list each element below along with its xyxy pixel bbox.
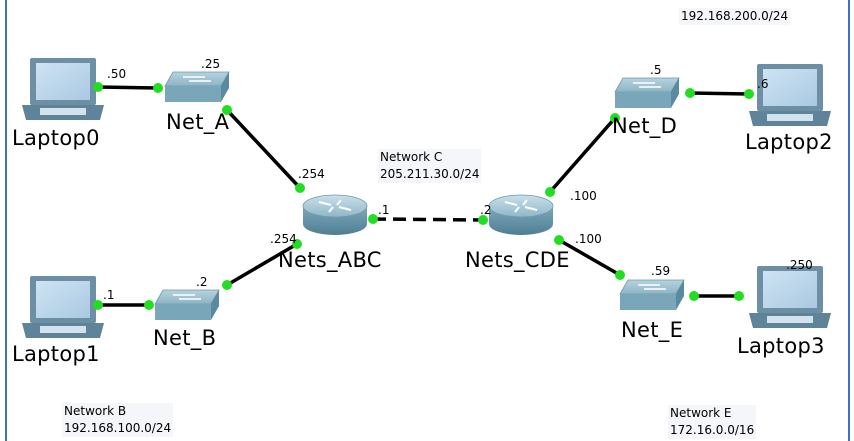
ip-label-net-e: .59	[651, 264, 671, 278]
port-light-laptop1	[93, 300, 103, 310]
device-label-nets-abc: Nets_ABC	[278, 248, 382, 272]
device-label-net-a: Net_A	[166, 110, 230, 134]
switch-icon[interactable]	[154, 289, 220, 320]
port-light-nets-abc-c	[368, 214, 378, 224]
device-label-laptop2: Laptop2	[745, 130, 833, 154]
port-light-nets-abc-b	[292, 239, 302, 249]
network-note-c: Network C 205.211.30.0/24	[378, 149, 482, 183]
port-light-net-e-router	[615, 270, 625, 280]
port-light-laptop2	[744, 89, 754, 99]
ip-label-laptop1: .1	[103, 288, 115, 302]
port-light-net-d-laptop	[685, 88, 695, 98]
links	[97, 85, 750, 307]
ip-label-laptop3: .250	[786, 258, 813, 272]
port-light-net-b-router	[222, 280, 232, 290]
network-note-b: Network B 192.168.100.0/24	[62, 403, 174, 437]
link-net-d-laptop2[interactable]	[689, 91, 750, 96]
network-note-top-right: 192.168.200.0/24	[679, 8, 791, 25]
link-laptop0-net-a[interactable]	[97, 85, 159, 90]
ip-label-nets-abc-c: .1	[378, 203, 390, 217]
ip-label-nets-cde-c: .2	[480, 203, 492, 217]
device-label-laptop0: Laptop0	[12, 126, 100, 150]
laptop-icon[interactable]	[22, 58, 104, 120]
device-label-net-b: Net_B	[153, 326, 217, 350]
ip-label-nets-abc-a: .254	[298, 167, 325, 181]
ip-label-net-b: .2	[196, 275, 208, 289]
port-light-net-a-router	[222, 105, 232, 115]
switch-icon[interactable]	[619, 279, 685, 310]
port-light-nets-cde-d	[545, 187, 555, 197]
port-light-nets-cde-e	[554, 235, 564, 245]
port-light-nets-abc-a	[295, 183, 305, 193]
link-nets-abc-nets-cde[interactable]	[372, 217, 484, 222]
port-light-net-e-laptop	[689, 291, 699, 301]
laptop-icon[interactable]	[749, 266, 831, 328]
network-name: Network C	[380, 150, 443, 164]
port-light-net-a-laptop	[153, 83, 163, 93]
ip-label-nets-cde-d: .100	[570, 189, 597, 203]
network-name: Network B	[64, 404, 127, 418]
laptop-icon[interactable]	[22, 276, 104, 338]
link-net-b-nets-abc[interactable]	[226, 242, 298, 287]
router-icon[interactable]	[302, 194, 368, 235]
ip-label-net-a: .25	[201, 57, 221, 71]
canvas-border-left	[5, 0, 7, 441]
network-subnet: 192.168.100.0/24	[64, 421, 172, 435]
router-icon[interactable]	[488, 194, 554, 235]
network-note-e: Network E 172.16.0.0/16	[668, 405, 757, 439]
ip-label-nets-abc-b: .254	[270, 232, 297, 246]
network-name: Network E	[670, 406, 732, 420]
network-subnet: 205.211.30.0/24	[380, 167, 480, 181]
ip-label-laptop2: .6	[757, 77, 769, 91]
device-label-nets-cde: Nets_CDE	[465, 248, 570, 272]
ip-label-net-d: .5	[650, 63, 662, 77]
device-label-net-e: Net_E	[621, 318, 684, 342]
device-label-laptop1: Laptop1	[12, 342, 100, 366]
network-subnet: 172.16.0.0/16	[670, 423, 755, 437]
laptop-icon[interactable]	[749, 64, 831, 126]
port-light-net-d-router	[610, 113, 620, 123]
device-label-net-d: Net_D	[612, 114, 678, 138]
port-light-laptop3	[734, 291, 744, 301]
port-lights	[93, 82, 754, 310]
device-label-laptop3: Laptop3	[737, 334, 825, 358]
link-nets-cde-net-e[interactable]	[558, 238, 621, 277]
port-light-nets-cde-c	[478, 215, 488, 225]
link-net-a-nets-abc[interactable]	[225, 108, 302, 190]
ip-label-nets-cde-e: .100	[575, 232, 602, 246]
port-light-net-b-laptop	[144, 300, 154, 310]
switch-icon[interactable]	[164, 71, 230, 102]
switch-icon[interactable]	[614, 77, 680, 108]
port-light-laptop0	[93, 82, 103, 92]
link-nets-cde-net-d[interactable]	[548, 116, 617, 194]
canvas-border-right	[848, 0, 850, 441]
ip-label-laptop0: .50	[107, 67, 127, 81]
network-subnet: 192.168.200.0/24	[681, 9, 789, 23]
